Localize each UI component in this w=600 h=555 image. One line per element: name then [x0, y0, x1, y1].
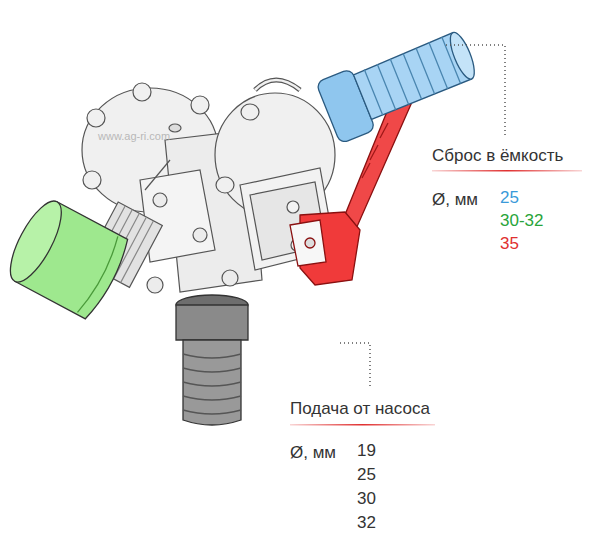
- fitting-collar: [176, 305, 248, 340]
- bolt: [83, 171, 101, 189]
- rib: [145, 160, 170, 190]
- diameter-value: 25: [357, 465, 376, 485]
- bolt: [191, 96, 209, 114]
- bolt: [133, 83, 151, 101]
- bolt: [241, 104, 259, 120]
- diameter-value: 30: [357, 489, 376, 509]
- watermark: www.ag-ri.com: [98, 130, 170, 143]
- screw: [193, 228, 207, 242]
- diameter-value: 35: [500, 234, 519, 254]
- knob-face: [1, 194, 72, 288]
- blue-hose-fitting: [316, 25, 484, 144]
- barb-ridges: [364, 37, 461, 115]
- handle-loop-inner: [255, 80, 300, 90]
- screw: [153, 193, 167, 207]
- diameter-value: 30-32: [500, 211, 543, 231]
- diameter-value: 19: [357, 441, 376, 461]
- pivot-pin: [305, 238, 315, 248]
- screw: [287, 201, 299, 213]
- screw-head: [169, 124, 181, 132]
- leader-line: [446, 45, 505, 135]
- section-title: Сброс в ёмкость: [432, 146, 563, 166]
- diameter-unit: Ø, мм: [432, 190, 478, 210]
- leader-line: [340, 343, 370, 388]
- clamp-slot: [290, 220, 326, 266]
- hose-end: [446, 30, 480, 82]
- bolt: [222, 270, 238, 286]
- bolt: [216, 177, 234, 193]
- diameter-value: 25: [500, 188, 519, 208]
- green-knob: [1, 194, 133, 321]
- barb-ridges: [183, 354, 241, 414]
- knob-edge: [77, 236, 122, 314]
- title-underline: [290, 424, 435, 426]
- handle-loop: [255, 80, 300, 90]
- fitting-barb: [183, 340, 241, 425]
- title-underline: [432, 170, 582, 172]
- bolt: [147, 277, 163, 293]
- diameter-unit: Ø, мм: [290, 443, 336, 463]
- block-face: [140, 170, 215, 262]
- diameter-value: 32: [357, 513, 376, 533]
- inlet-fitting: [176, 295, 248, 425]
- bolt: [87, 109, 105, 127]
- section-title: Подача от насоса: [290, 399, 430, 419]
